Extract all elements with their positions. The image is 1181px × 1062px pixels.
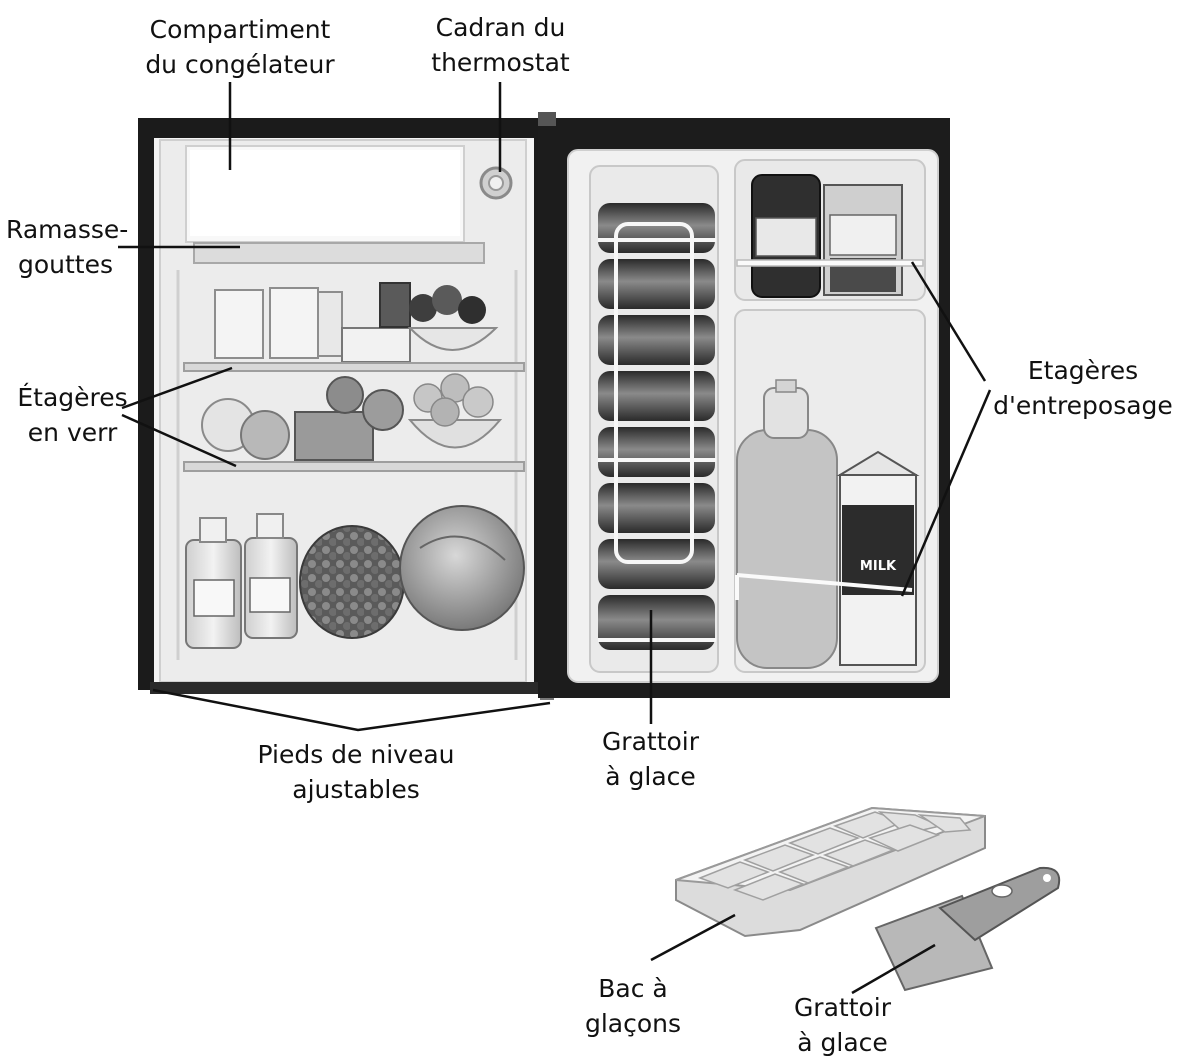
upper-door-items [751,174,903,298]
thermostat-dial-label: Cadran du thermostat [431,13,570,77]
leveling-feet-label: Pieds de niveau ajustables [257,740,455,804]
glass-shelves-label: Étagères en verr [17,383,128,447]
leader-lines [118,82,992,995]
ice-scraper-label: Grattoir à glace [793,993,892,1057]
crisper-food [185,505,525,649]
door-ice-scraper-label: Grattoir à glace [601,727,700,791]
upper-door-shelf [736,259,924,267]
ice-cube-tray [675,806,986,938]
can-wire-rack [598,222,716,642]
storage-shelves-label: Etagères d'entreposage [993,356,1173,420]
drip-tray [193,242,485,264]
middle-shelf-food [201,373,503,461]
lower-door-shelf [735,573,913,600]
ice-tray-label: Bac à glaçons [584,974,682,1038]
freezer-compartment [185,145,465,243]
glass-shelf-lower [183,461,525,472]
drip-tray-label: Ramasse- gouttes [6,215,129,279]
ice-scraper-tool [874,866,1061,992]
milk-carton-text: MILK [860,559,897,574]
thermostat-dial [479,166,513,200]
lower-door-items: MILK [736,379,920,669]
glass-shelf-upper [183,362,525,372]
top-shelf-food [214,282,499,363]
freezer-compartment-label: Compartiment du congélateur [145,15,335,79]
